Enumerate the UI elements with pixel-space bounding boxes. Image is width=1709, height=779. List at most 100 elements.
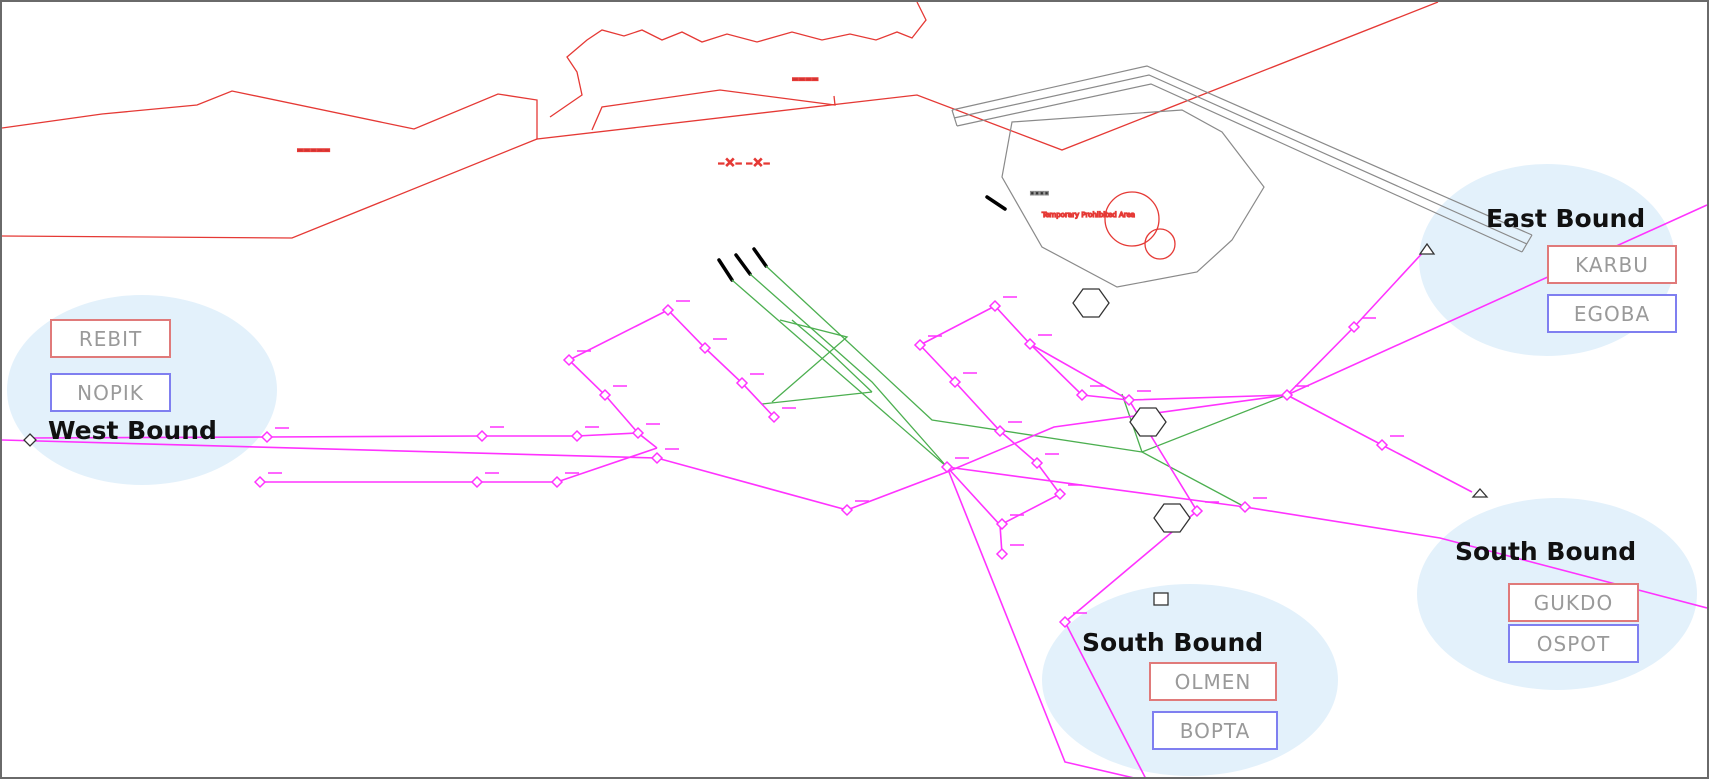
- route-fix-marker: [1075, 388, 1089, 402]
- route-fix-marker: [767, 410, 781, 424]
- corridor-end-west: [951, 109, 958, 127]
- fix-olmen: OLMEN: [1149, 662, 1277, 701]
- corridor-end-east: [1521, 234, 1533, 253]
- sector-label: ▬▬▬▬▬: [297, 146, 330, 154]
- route-mid-down2: [946, 466, 1003, 555]
- green-path: [791, 319, 873, 393]
- route-fix-marker: [1030, 456, 1044, 470]
- green-path: [1141, 394, 1288, 453]
- corridor-inner: [956, 83, 1523, 253]
- route-west-lower: [260, 447, 658, 483]
- route-west-link: [568, 359, 658, 449]
- route-fix-marker: [995, 547, 1009, 561]
- route-fix-marker: [940, 460, 954, 474]
- route-fix-marker: [475, 429, 489, 443]
- green-path: [761, 391, 873, 405]
- route-fix-marker: [698, 341, 712, 355]
- route-fix-marker: [993, 424, 1007, 438]
- green-path: [749, 273, 948, 468]
- fix-karbu: KARBU: [1547, 245, 1677, 284]
- green-path: [771, 319, 849, 403]
- route-fix-marker: [631, 426, 645, 440]
- south-bound-title: South Bound: [1082, 628, 1264, 657]
- route-south-out: [1064, 621, 1146, 777]
- route-south-east: [946, 466, 1707, 609]
- fix-ospot: OSPOT: [1508, 624, 1639, 663]
- prohibited-area-small-circle: [1144, 228, 1176, 260]
- route-fix-marker: [1190, 504, 1204, 518]
- boundary-north-inlet: [591, 89, 836, 131]
- runway: [734, 253, 752, 276]
- runway: [985, 195, 1007, 211]
- route-fix-marker: [948, 375, 962, 389]
- route-fix-marker: [988, 299, 1002, 313]
- airport-boundary: [1001, 109, 1265, 288]
- route-fix-marker: [562, 353, 576, 367]
- sector-label: ▬▬▬▬: [792, 75, 818, 83]
- fix-egoba: EGOBA: [1547, 294, 1677, 333]
- prohibited-area-circle: [1104, 191, 1160, 247]
- south-east-bound-title: South Bound: [1455, 537, 1637, 566]
- route-fix-marker: [1122, 393, 1136, 407]
- route-fix-marker: [1375, 438, 1389, 452]
- runways: [717, 195, 1007, 282]
- airspace-boundaries: ▬▬▬▬ ▬▬▬▬▬: [2, 2, 1439, 239]
- prohibited-area-label: Temporary Prohibited Area: [1041, 211, 1135, 219]
- navaid-icon: [1153, 503, 1191, 533]
- route-fix-marker: [1280, 388, 1294, 402]
- corridor: ▪▪▪▪: [951, 65, 1533, 288]
- corridor-mid: [953, 74, 1528, 245]
- navaid-icon: [1072, 288, 1110, 318]
- route-fix-marker: [550, 475, 564, 489]
- green-path: [731, 279, 948, 468]
- boundary-north-sector: [2, 2, 1439, 151]
- runway: [752, 247, 768, 268]
- fix-nopik: NOPIK: [50, 373, 171, 412]
- route-diag-south: [946, 466, 1134, 777]
- navaid-icon: [23, 433, 37, 447]
- green-path: [765, 265, 1143, 453]
- boundary-west-sector: [2, 138, 538, 239]
- fix-gukdo: GUKDO: [1508, 583, 1639, 622]
- navaid-icon: [1418, 242, 1436, 255]
- navaid-icon: [1153, 592, 1169, 606]
- route-fix-marker: [1058, 615, 1072, 629]
- runway: [717, 258, 734, 282]
- marker-x: –✕– –✕–: [718, 156, 770, 171]
- temporary-prohibited-area: Temporary Prohibited Area –✕– –✕–: [717, 155, 1176, 260]
- route-fix-marker: [913, 338, 927, 352]
- route-fix-marker: [260, 430, 274, 444]
- route-fix-marker: [570, 429, 584, 443]
- west-bound-title: West Bound: [48, 416, 217, 445]
- route-fix-marker: [840, 503, 854, 517]
- green-path: [1141, 451, 1246, 508]
- route-fix-marker: [735, 376, 749, 390]
- route-fix-marker: [1347, 320, 1361, 334]
- route-fix-marker: [253, 475, 267, 489]
- navaid-symbols: [23, 242, 1489, 606]
- route-fix-marker: [650, 451, 664, 465]
- airport-label: ▪▪▪▪: [1030, 189, 1049, 197]
- route-fix-marker: [1238, 500, 1252, 514]
- route-fix-marker: [995, 517, 1009, 531]
- route-fix-marker: [661, 303, 675, 317]
- route-fix-marker: [1023, 337, 1037, 351]
- route-fix-marker: [1053, 487, 1067, 501]
- navaid-icon: [1471, 488, 1489, 498]
- runway-paths: [731, 265, 1288, 508]
- bound-highlights: [7, 164, 1697, 776]
- route-east-up: [1286, 247, 1428, 396]
- route-fix-marker: [598, 388, 612, 402]
- east-bound-title: East Bound: [1486, 204, 1646, 233]
- navaid-icon: [1129, 407, 1167, 437]
- route-mid: [919, 305, 1288, 401]
- route-fixes: [253, 296, 1404, 629]
- corridor-outer: [951, 65, 1533, 236]
- route-north-west: [568, 309, 775, 418]
- route-mid-down: [919, 344, 1062, 525]
- fix-rebit: REBIT: [50, 319, 171, 358]
- fix-bopta: BOPTA: [1152, 711, 1278, 750]
- route-fix-marker: [470, 475, 484, 489]
